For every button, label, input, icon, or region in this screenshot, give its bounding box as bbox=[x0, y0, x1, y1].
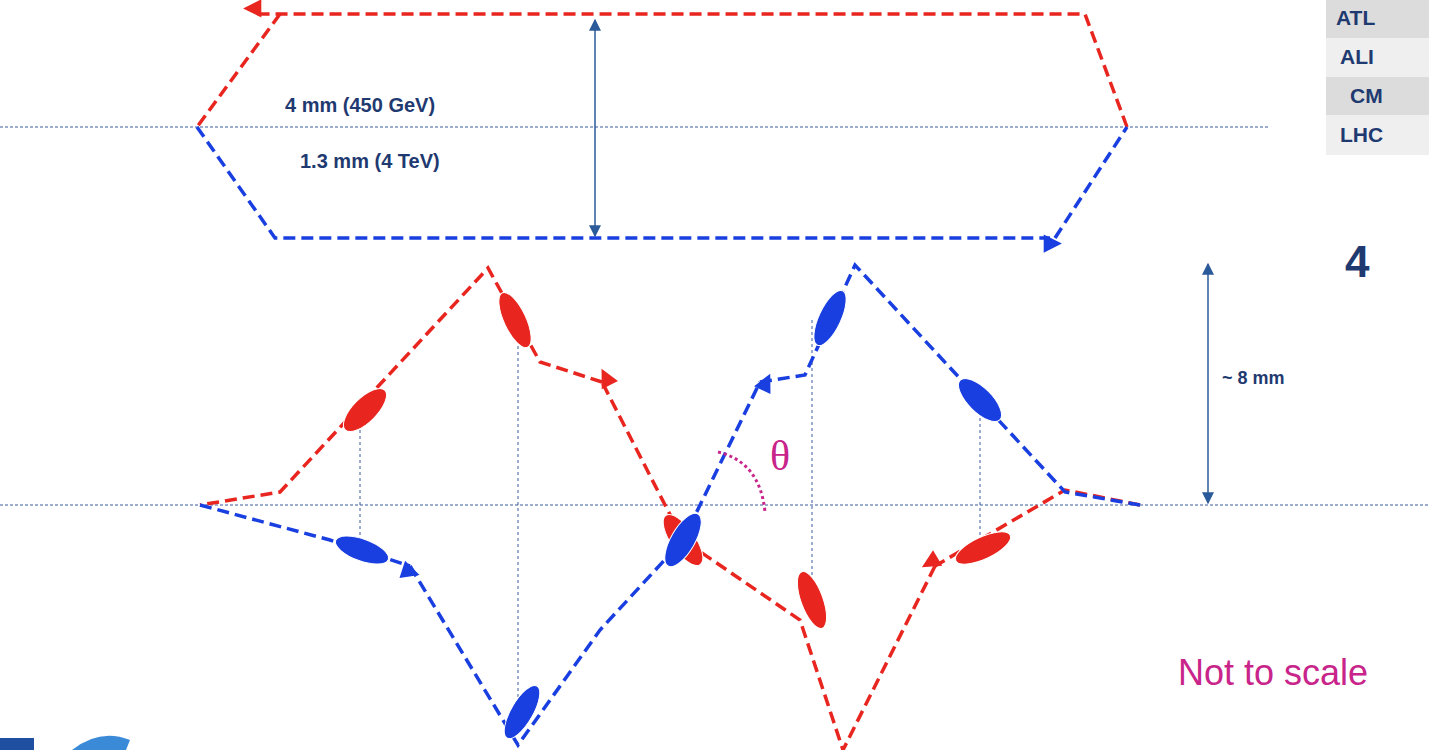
table-cell: ATL bbox=[1336, 6, 1375, 30]
dimension-arrow bbox=[1207, 380, 1209, 503]
logo bbox=[0, 736, 130, 750]
dimension-arrow bbox=[1207, 264, 1209, 380]
dimension-label: 1.3 mm (4 TeV) bbox=[300, 150, 440, 173]
bunch bbox=[332, 286, 1015, 743]
table-background bbox=[1326, 0, 1429, 155]
dimension-label: 4 mm (450 GeV) bbox=[285, 94, 435, 117]
table-cell: LHC bbox=[1340, 123, 1383, 147]
dimension-arrow bbox=[594, 20, 596, 128]
table-cell: ALI bbox=[1340, 45, 1374, 69]
table-cell: CM bbox=[1350, 84, 1383, 108]
blue-beam-path bbox=[410, 382, 760, 745]
blue-beam-path bbox=[1055, 127, 1127, 238]
note: Not to scale bbox=[1178, 652, 1368, 694]
angle-arc bbox=[718, 452, 765, 512]
guide-line bbox=[360, 320, 980, 708]
table-number: 4 bbox=[1345, 237, 1369, 287]
red-beam-path bbox=[197, 14, 280, 127]
blue-beam-path bbox=[197, 127, 1050, 238]
dimension-label: ~ 8 mm bbox=[1222, 368, 1285, 389]
red-beam-path bbox=[602, 382, 935, 750]
dimension-arrow bbox=[594, 128, 596, 236]
reference-line bbox=[0, 127, 1270, 128]
blue-beam-path bbox=[760, 265, 1140, 505]
angle-symbol: θ bbox=[770, 432, 790, 480]
red-beam-path bbox=[255, 14, 1127, 127]
red-beam-path bbox=[200, 268, 602, 505]
reference-line bbox=[0, 505, 1429, 506]
